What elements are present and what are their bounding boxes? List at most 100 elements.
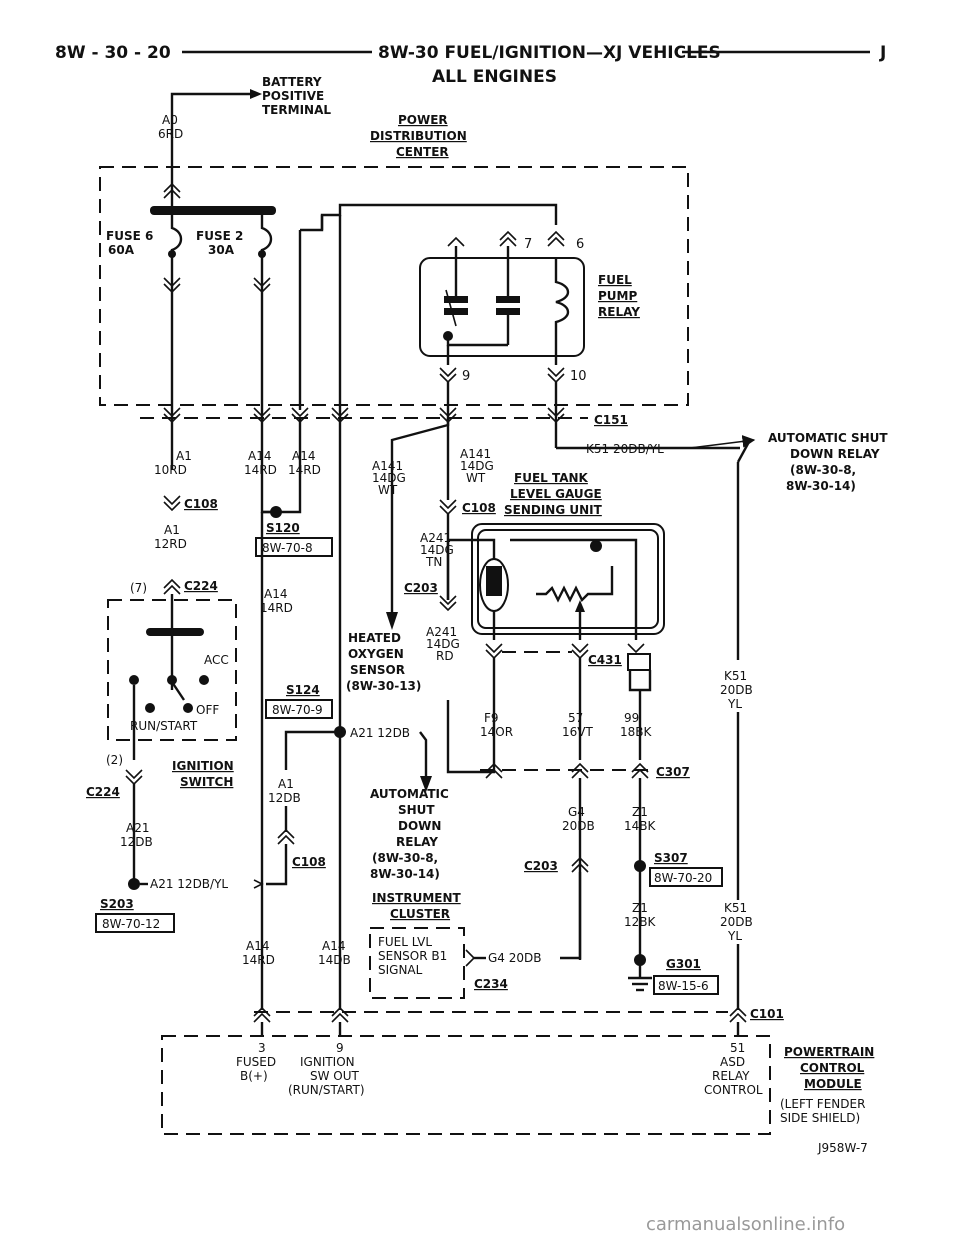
wire-a1: A1 (176, 449, 192, 463)
pcm-label-4: (LEFT FENDER (780, 1097, 865, 1111)
pcm-pin-51: 51 (730, 1041, 745, 1055)
wire-a14-right: A14 (292, 449, 315, 463)
relay-label-3: RELAY (598, 305, 640, 319)
relay-pin-10: 10 (570, 369, 587, 384)
pcm-pin-51-label-b: RELAY (712, 1069, 750, 1083)
s203-ref-box (95, 913, 175, 933)
fuse-6: FUSE 6 60A (106, 215, 183, 262)
page-subtitle: ALL ENGINES (432, 67, 557, 87)
wire-k51-mid: K51 (724, 669, 747, 683)
asd2-6: 8W-30-14) (370, 867, 440, 881)
wire-k51-bot-color: 20DB (720, 915, 753, 929)
pcm-pins: 3 FUSED B(+) 9 IGNITION SW OUT (RUN/STAR… (236, 1041, 763, 1097)
fuel-pump-relay (443, 246, 570, 365)
wire-a21-top: A21 12DB (350, 726, 410, 740)
cluster-fuel-lvl: FUEL LVL (378, 935, 432, 949)
pcm-dashed-box (161, 1035, 771, 1135)
wire-f9: F9 (484, 711, 499, 725)
s203-label: S203 (100, 897, 134, 911)
wire-f9-color: 14OR (480, 725, 513, 739)
c307-label: C307 (656, 765, 690, 779)
cluster-signal: SIGNAL (378, 963, 423, 977)
wire-a141-left-tracer: WT (378, 483, 398, 497)
pcm-label-3: MODULE (804, 1077, 862, 1091)
watermark: carmanualsonline.info (646, 1214, 845, 1235)
s307-ref: 8W-70-20 (654, 871, 712, 885)
wire-a21-mid-color: 12DB (120, 835, 153, 849)
wire-a14-mid-color: 14RD (260, 601, 293, 615)
s124-ref: 8W-70-9 (272, 703, 323, 717)
pcm-label-1: POWERTRAIN (784, 1045, 874, 1059)
wire-99-color: 18BK (620, 725, 653, 739)
c108-mid-label: C108 (462, 501, 496, 515)
fuel-tank-sending-unit (446, 523, 665, 640)
page-section: J (879, 43, 886, 63)
s203-ref: 8W-70-12 (102, 917, 160, 931)
ign-acc: ACC (204, 653, 229, 667)
wire-a0-color: 6RD (158, 127, 183, 141)
wire-a14-bot-left: A14 (246, 939, 269, 953)
wire-a1-12db-color: 12DB (268, 791, 301, 805)
pdc-dashed-box (99, 166, 689, 406)
wire-a1-12: A1 (164, 523, 180, 537)
c101-label: C101 (750, 1007, 784, 1021)
pcm-label: POWERTRAIN CONTROL MODULE (LEFT FENDER S… (780, 1045, 874, 1125)
s307-label: S307 (654, 851, 688, 865)
wire-k51-mid-tracer: YL (727, 697, 742, 711)
pcm-pin-51-label-a: ASD (720, 1055, 745, 1069)
ignition-switch-dashed-box (107, 599, 237, 741)
ign-pin-2: (2) (106, 753, 123, 767)
asd-ref-2: DOWN RELAY (790, 447, 880, 461)
asd-relay-reference: AUTOMATIC SHUT DOWN RELAY (8W-30-8, 8W-3… (768, 431, 888, 493)
battery-label-1: BATTERY (262, 75, 322, 89)
wire-a241-top: A241 (420, 531, 451, 545)
pcm-pin-51-label-c: CONTROL (704, 1083, 763, 1097)
pcm-label-5: SIDE SHIELD) (780, 1111, 860, 1125)
wire-a1-12-color: 12RD (154, 537, 187, 551)
c234-label: C234 (474, 977, 508, 991)
cluster-label-1: INSTRUMENT (372, 891, 462, 905)
c431-connector (627, 653, 651, 671)
battery-label-3: TERMINAL (262, 103, 331, 117)
c203-top-label: C203 (404, 581, 438, 595)
wire-a241-bot-color: 14DG (426, 637, 460, 651)
asd2-1: AUTOMATIC (370, 787, 449, 801)
power-distribution-center-label: POWER DISTRIBUTION CENTER (370, 113, 467, 159)
ign-label-2: SWITCH (180, 775, 233, 789)
fuse-2: FUSE 2 30A (196, 215, 273, 262)
battery-label-2: POSITIVE (262, 89, 324, 103)
pcm-pin-9-label-a: IGNITION (300, 1055, 355, 1069)
relay-pin-6: 6 (576, 237, 584, 252)
fuse2-label: FUSE 2 (196, 229, 243, 243)
asd-ref-4: 8W-30-14) (786, 479, 856, 493)
figure-id: J958W-7 (817, 1141, 868, 1155)
wire-z1-bot-color: 12BK (624, 915, 657, 929)
s120-ref: 8W-70-8 (262, 541, 313, 555)
o2-label-1: HEATED (348, 631, 401, 645)
wire-a241-bot: A241 (426, 625, 457, 639)
cluster-label-2: CLUSTER (390, 907, 450, 921)
wire-a14-left-color: 14RD (244, 463, 277, 477)
wire-a141-right-color: 14DG (460, 459, 494, 473)
ign-off: OFF (196, 703, 219, 717)
wire-z1-top-color: 14BK (624, 819, 657, 833)
instrument-cluster-dashed-box (369, 927, 465, 999)
fuel-pump-relay-box (419, 257, 585, 357)
c151-label: C151 (594, 413, 628, 427)
wire-a14-bot-right-color: 14DB (318, 953, 351, 967)
wire-k51-bot: K51 (724, 901, 747, 915)
wire-a241-top-tracer: TN (425, 555, 442, 569)
asd2-5: (8W-30-8, (372, 851, 438, 865)
asd2-2: SHUT (398, 803, 435, 817)
fuel-tank-label-3: SENDING UNIT (504, 503, 603, 517)
wire-a141-right: A141 (460, 447, 491, 461)
pdc-label-1: POWER (398, 113, 448, 127)
asd-ref-1: AUTOMATIC SHUT (768, 431, 888, 445)
relay-pin-9: 9 (462, 369, 470, 384)
wire-a141-left: A141 (372, 459, 403, 473)
wire-a14-bot-right: A14 (322, 939, 345, 953)
wire-a21-yl: A21 12DB/YL (150, 877, 228, 891)
ign-run-start: RUN/START (130, 719, 198, 733)
wire-a14-bot-left-color: 14RD (242, 953, 275, 967)
